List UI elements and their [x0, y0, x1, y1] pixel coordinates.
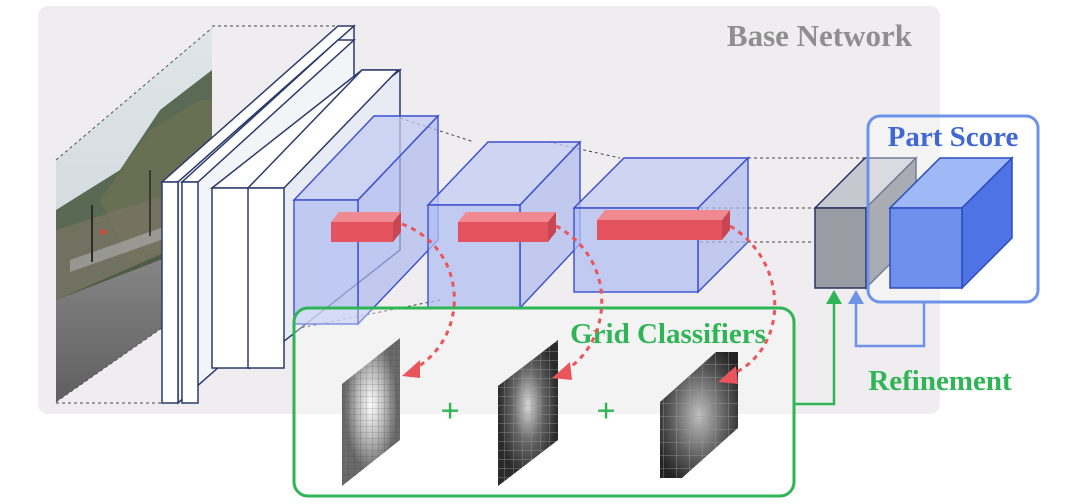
- grid-map-2: [498, 340, 558, 486]
- part-score-cube: [888, 156, 1014, 290]
- part-block-1: [331, 212, 401, 242]
- red-arrowheads: [402, 360, 738, 384]
- green-arrow: [794, 290, 842, 406]
- grid-classifiers-label: Grid Classifiers: [570, 318, 766, 350]
- part-block-2: [458, 212, 556, 242]
- grid-map-3: [660, 352, 738, 478]
- plus-sign-2: +: [596, 393, 615, 430]
- plus-sign-1: +: [440, 393, 459, 430]
- grid-map-1: [342, 338, 400, 486]
- part-block-3: [597, 210, 730, 240]
- part-score-label: Part Score: [888, 121, 1019, 153]
- base-network-title: Base Network: [727, 18, 913, 53]
- refinement-label: Refinement: [868, 365, 1012, 397]
- red-arrows: [401, 222, 777, 378]
- refinement-arrow: [848, 290, 926, 348]
